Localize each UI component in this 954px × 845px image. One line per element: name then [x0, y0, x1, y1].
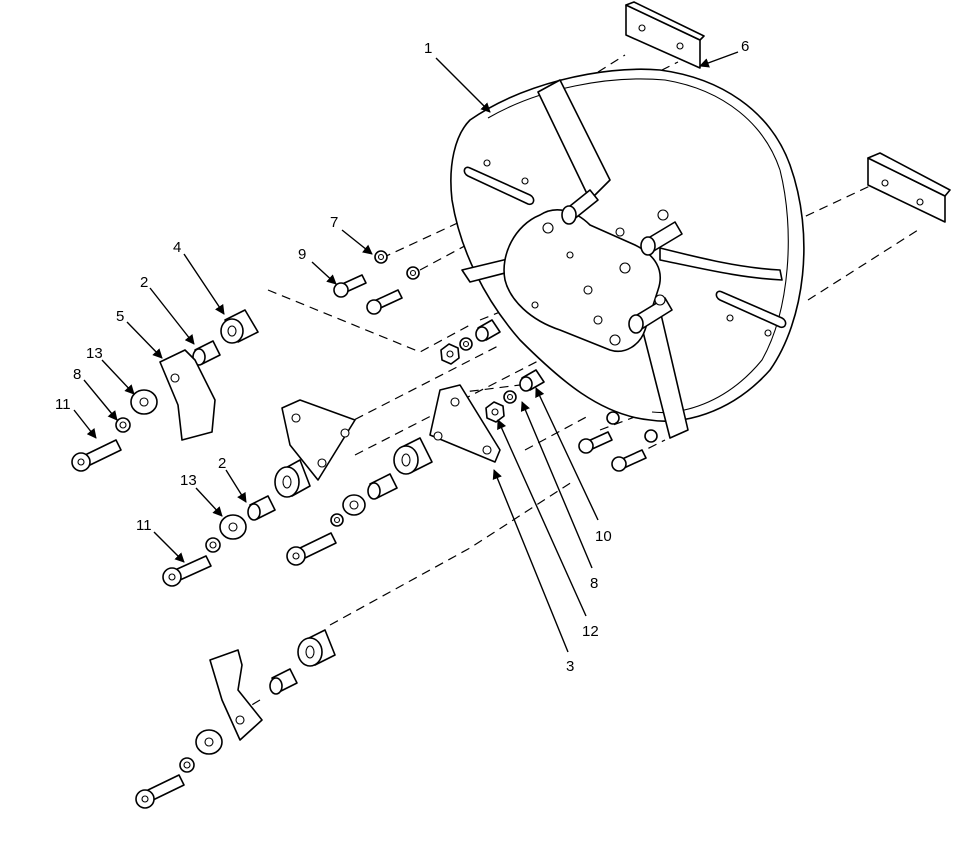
washer-7 [374, 250, 388, 264]
callout-labels: 1 6 7 9 4 2 5 13 8 11 2 13 11 10 8 12 3 [55, 38, 749, 675]
knife-right [867, 152, 951, 223]
leader-8b [520, 401, 593, 569]
washer-bottom-small [179, 757, 195, 773]
callout-2b: 2 [218, 455, 226, 472]
washer-center-small [330, 513, 344, 527]
washer-bottom [195, 729, 223, 755]
callout-12: 12 [582, 623, 599, 640]
knife-holder-bottom [209, 649, 263, 741]
leader-10 [535, 387, 599, 521]
callout-11a: 11 [55, 396, 71, 413]
bolt-11a [71, 439, 122, 472]
callout-13b: 13 [180, 472, 197, 489]
bolt-center [286, 532, 337, 566]
bushing-bottom [269, 668, 298, 695]
washer-8b [503, 390, 517, 404]
leader-7 [341, 229, 373, 255]
screw-9 [333, 274, 367, 298]
washer-hub [459, 337, 473, 351]
leader-5 [126, 321, 163, 359]
bushing-hub [475, 319, 501, 342]
leader-11b [153, 531, 185, 563]
nut-hub [440, 343, 460, 365]
spacer-4 [220, 309, 259, 344]
callout-9: 9 [298, 246, 306, 263]
leader-3 [492, 469, 569, 653]
disc-shaft-3 [628, 294, 673, 334]
leader-1 [435, 57, 491, 113]
spacer-middle [274, 459, 311, 498]
leader-12 [497, 419, 587, 617]
knife-holder-5 [159, 349, 216, 441]
washer-13a [130, 389, 158, 415]
leader-lines [73, 51, 739, 653]
callout-4: 4 [173, 239, 181, 256]
callout-10: 10 [595, 528, 612, 545]
knife-top [625, 1, 705, 69]
leader-2b [225, 469, 247, 503]
disc-shaft-2 [640, 209, 683, 256]
leader-4 [183, 253, 225, 315]
slot-right [715, 290, 787, 329]
washer-center [342, 494, 366, 516]
bolt-11b [162, 555, 212, 587]
blade-top [537, 79, 611, 201]
mounting-plate-middle [281, 399, 356, 481]
leader-13a [101, 359, 135, 395]
washer-upper [406, 266, 420, 280]
callout-8a: 8 [73, 366, 81, 383]
washer-8c [205, 537, 221, 553]
bushing-2a [192, 340, 221, 366]
disc-shaft-1 [561, 189, 599, 225]
mounting-plate-3 [429, 384, 501, 463]
nut-12 [485, 401, 505, 423]
bushing-10 [519, 369, 545, 392]
screw-lower-1 [578, 411, 620, 454]
callout-13a: 13 [86, 345, 103, 362]
washer-13b [219, 514, 247, 540]
slot-top-left [463, 166, 535, 206]
bolt-bottom [135, 774, 185, 809]
bushing-2b [247, 495, 276, 521]
callout-7: 7 [330, 214, 338, 231]
callout-11b: 11 [136, 517, 152, 534]
screw-upper [366, 289, 403, 315]
callout-3: 3 [566, 658, 574, 675]
leader-11a [73, 409, 97, 439]
leader-13b [195, 487, 223, 517]
spacer-center [393, 437, 433, 475]
callout-1: 1 [424, 40, 432, 57]
bushing-center [367, 473, 398, 500]
leader-8a [83, 379, 118, 421]
callout-8b: 8 [590, 575, 598, 592]
callout-5: 5 [116, 308, 124, 325]
hub-plate [503, 209, 661, 352]
callout-6: 6 [741, 38, 749, 55]
screw-lower-2 [611, 429, 658, 472]
blade-right [659, 247, 783, 281]
leader-2a [149, 287, 195, 345]
disc-assembly [450, 68, 805, 439]
leader-9 [311, 261, 337, 285]
spacer-bottom [297, 629, 336, 667]
washer-8a [115, 417, 131, 433]
callout-2a: 2 [140, 274, 148, 291]
leader-6 [699, 51, 739, 68]
